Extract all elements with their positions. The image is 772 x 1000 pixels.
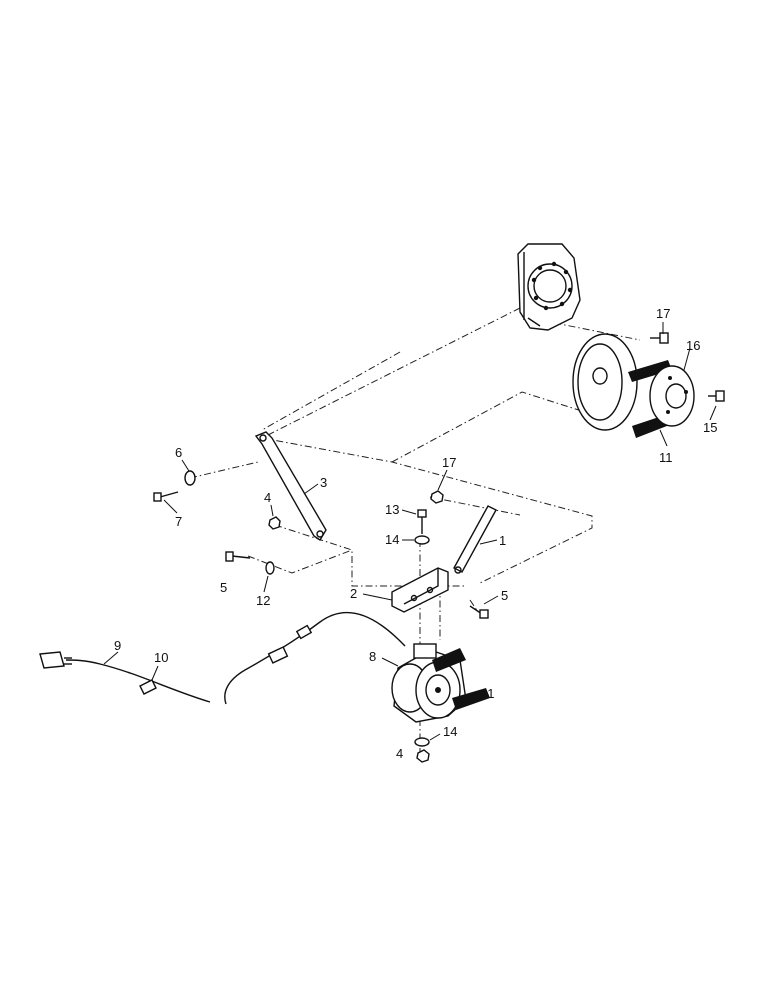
wiring-harness-9 xyxy=(39,611,406,705)
electric-clutch-8 xyxy=(391,643,490,723)
pulley-hub-16 xyxy=(649,365,695,427)
callout-13: 13 xyxy=(385,502,399,517)
bolt-15 xyxy=(708,390,725,402)
bolt-5-left xyxy=(225,551,251,562)
callout-12: 12 xyxy=(256,593,270,608)
callout-labels: 1 2 3 4 5 5 6 7 8 9 10 11 11 12 13 14 14… xyxy=(114,306,717,761)
callout-14-lower: 14 xyxy=(443,724,457,739)
callout-3: 3 xyxy=(320,475,327,490)
bolt-7 xyxy=(153,491,179,502)
cable-clamp-10 xyxy=(139,679,157,695)
callout-4-upper: 4 xyxy=(264,490,271,505)
washer-6 xyxy=(184,470,196,486)
washer-12 xyxy=(265,561,275,575)
callout-leaders xyxy=(103,322,717,741)
callout-5-right: 5 xyxy=(501,588,508,603)
callout-16: 16 xyxy=(686,338,700,353)
bolt-17-top xyxy=(650,332,669,344)
callout-6: 6 xyxy=(175,445,182,460)
engine-pulley xyxy=(572,333,672,438)
bolt-13 xyxy=(417,509,427,534)
nut-4-top xyxy=(268,516,281,530)
callout-17-top: 17 xyxy=(656,306,670,321)
callout-7: 7 xyxy=(175,514,182,529)
bolt-5-right xyxy=(469,605,489,619)
callout-11-upper: 11 xyxy=(659,450,673,465)
callout-4-lower: 4 xyxy=(396,746,403,761)
callout-17-middle: 17 xyxy=(442,455,456,470)
engine-housing xyxy=(517,243,581,331)
callout-5-left: 5 xyxy=(220,580,227,595)
brace-rod-1 xyxy=(453,505,497,574)
callout-11-lower: 11 xyxy=(481,686,495,701)
callout-10: 10 xyxy=(154,650,168,665)
callout-15: 15 xyxy=(703,420,717,435)
callout-14-upper: 14 xyxy=(385,532,399,547)
washer-14-bottom xyxy=(414,737,430,747)
washer-14-top xyxy=(414,535,430,545)
support-bar-3 xyxy=(254,431,327,541)
nut-17 xyxy=(430,490,444,504)
callout-1: 1 xyxy=(499,533,506,548)
callout-9: 9 xyxy=(114,638,121,653)
callout-2: 2 xyxy=(350,586,357,601)
mounting-bracket-2 xyxy=(391,567,449,613)
nut-4-bottom xyxy=(416,749,430,763)
callout-8: 8 xyxy=(369,649,376,664)
